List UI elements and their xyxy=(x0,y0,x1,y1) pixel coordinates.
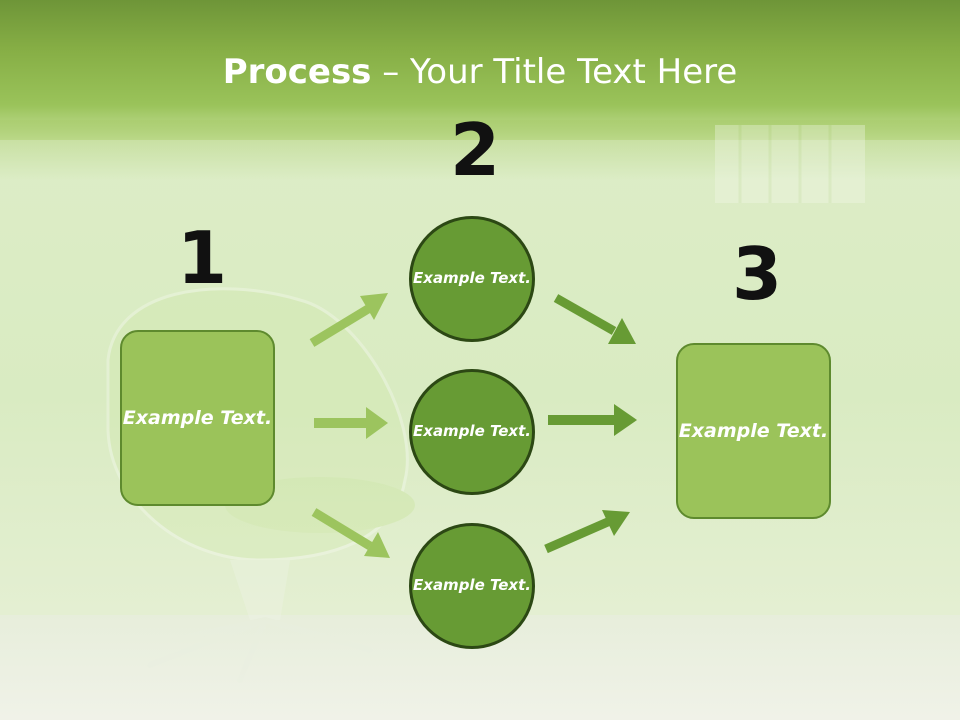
step-2-circle-middle-text: Example Text. xyxy=(413,422,531,441)
step-2-number: 2 xyxy=(450,108,501,192)
step-2-circle-top-text: Example Text. xyxy=(413,269,531,288)
step-1-text: Example Text. xyxy=(122,406,273,429)
step-1-number: 1 xyxy=(177,216,228,300)
arrow-1-to-bottom xyxy=(311,508,390,558)
step-2-circle-bottom-text: Example Text. xyxy=(413,576,531,595)
step-3-box: Example Text. xyxy=(676,343,831,519)
arrow-1-to-top xyxy=(309,293,388,347)
step-2-circle-bottom: Example Text. xyxy=(409,523,535,649)
slide-title: Process – Your Title Text Here xyxy=(0,52,960,92)
header-fade xyxy=(0,120,960,180)
step-1-box: Example Text. xyxy=(120,330,275,506)
title-rest: – Your Title Text Here xyxy=(371,52,738,92)
step-2-circle-top: Example Text. xyxy=(409,216,535,342)
step-3-number: 3 xyxy=(732,232,783,316)
arrow-top-to-3 xyxy=(553,294,636,344)
step-2-circle-middle: Example Text. xyxy=(409,369,535,495)
arrow-bottom-to-3 xyxy=(544,510,630,554)
header-band xyxy=(0,0,960,140)
step-3-text: Example Text. xyxy=(678,419,829,442)
lamp-decor xyxy=(715,125,865,203)
arrow-1-to-middle xyxy=(314,407,388,439)
title-bold: Process xyxy=(222,52,372,92)
arrow-middle-to-3 xyxy=(548,404,637,436)
